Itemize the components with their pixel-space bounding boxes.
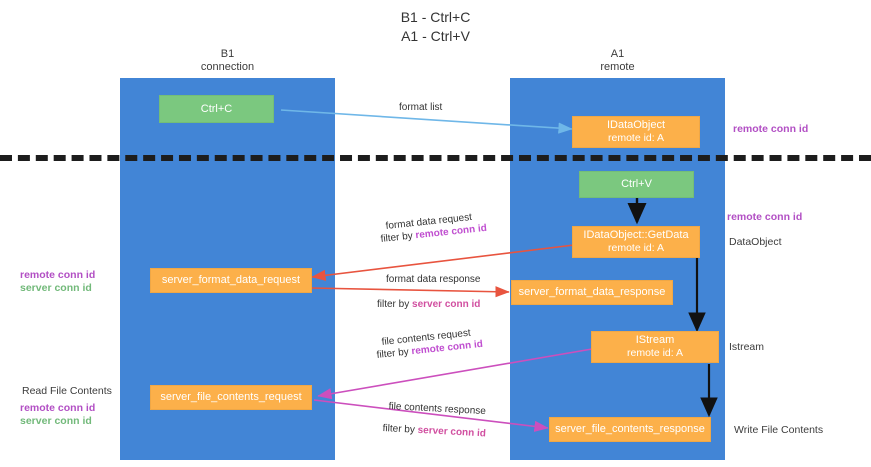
left-label-server-conn-id-bottom: server conn id: [20, 415, 92, 427]
right-label-remote-conn-id-mid: remote conn id: [727, 211, 803, 223]
right-label-istream: Istream: [729, 341, 765, 353]
left-label-server-conn-id-mid: server conn id: [20, 282, 92, 294]
arrow-format-data-request: [311, 244, 575, 281]
arrow-file-contents-request: [317, 348, 593, 400]
arrow-format-data-response: [310, 286, 510, 298]
arrow-format-list: [280, 109, 573, 134]
right-label-remote-conn-id-top: remote conn id: [733, 123, 809, 135]
box-istream-line1: IStream: [635, 334, 675, 346]
box-ctrl-c-label: Ctrl+C: [200, 102, 233, 115]
left-label-remote-conn-id-bottom: remote conn id: [20, 402, 96, 414]
page-title: B1 - Ctrl+C A1 - Ctrl+V: [400, 9, 471, 44]
arrow-file-contents-response: [313, 399, 549, 432]
label-format-data-request-filter-prefix: filter by: [380, 230, 417, 245]
right-column-header: A1 remote: [600, 48, 635, 73]
box-server-format-data-request[interactable]: server_format_data_request: [150, 268, 312, 293]
box-getdata[interactable]: IDataObject::GetData remote id: A: [572, 226, 700, 258]
box-server-format-data-request-label: server_format_data_request: [161, 274, 301, 286]
box-istream-line2: remote id: A: [626, 347, 684, 359]
box-server-format-data-response-label: server_format_data_response: [518, 286, 666, 298]
right-label-write-file-contents: Write File Contents: [734, 424, 824, 436]
box-server-file-contents-request-label: server_file_contents_request: [160, 391, 302, 403]
right-label-dataobject: DataObject: [729, 236, 782, 248]
box-getdata-line1: IDataObject::GetData: [583, 229, 689, 241]
label-format-data-response: format data response: [386, 274, 481, 285]
box-idataobject-remote[interactable]: IDataObject remote id: A: [572, 116, 700, 148]
phase-separator: [0, 155, 871, 161]
box-getdata-line2: remote id: A: [607, 242, 665, 254]
box-ctrl-c[interactable]: Ctrl+C: [159, 95, 274, 123]
box-ctrl-v[interactable]: Ctrl+V: [579, 171, 694, 198]
box-ctrl-v-label: Ctrl+V: [621, 178, 652, 190]
box-istream[interactable]: IStream remote id: A: [591, 331, 719, 363]
label-file-contents-response-filter-key: server conn id: [417, 424, 487, 440]
box-server-file-contents-response[interactable]: server_file_contents_response: [549, 417, 711, 442]
left-label-remote-conn-id-mid: remote conn id: [20, 269, 96, 281]
label-format-list: format list: [399, 102, 443, 113]
label-format-data-response-filter-prefix: filter by: [377, 299, 413, 310]
label-file-contents-response-filter-prefix: filter by: [382, 422, 418, 436]
label-format-data-response-filter-key: server conn id: [412, 299, 481, 310]
box-idataobject-line1: IDataObject: [606, 119, 666, 131]
box-server-file-contents-response-label: server_file_contents_response: [555, 423, 705, 435]
left-label-read-file-contents: Read File Contents: [22, 385, 112, 397]
left-column-header: B1 connection: [200, 48, 255, 73]
box-server-file-contents-request[interactable]: server_file_contents_request: [150, 385, 312, 410]
label-file-contents-request-filter-prefix: filter by: [376, 346, 413, 361]
box-server-format-data-response[interactable]: server_format_data_response: [511, 280, 673, 305]
label-format-data-response-filter: filter by server conn id: [377, 298, 480, 311]
box-idataobject-line2: remote id: A: [607, 132, 665, 144]
